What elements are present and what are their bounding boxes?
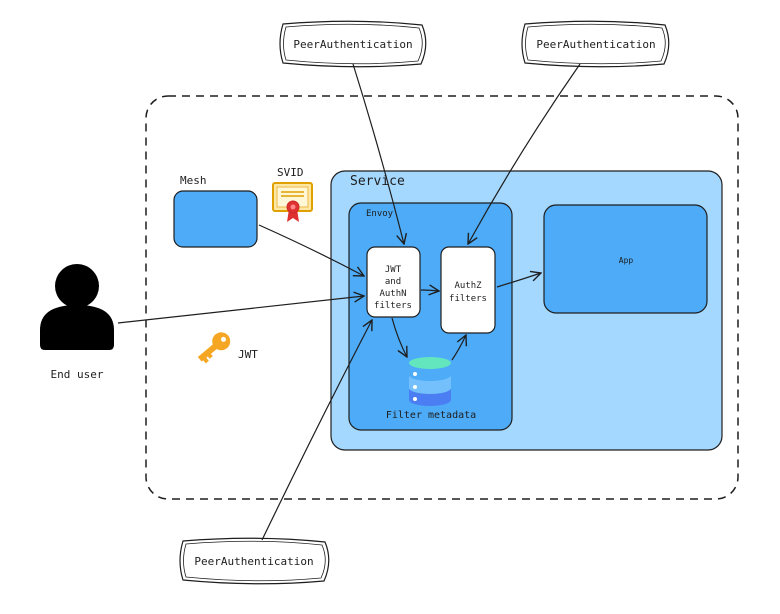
jwt-authn-filters-line3: AuthN	[379, 289, 406, 299]
authz-filters-box	[440, 246, 496, 334]
jwt-authn-filters-box	[366, 246, 421, 318]
jwt-authn-filters-line1: JWT	[385, 265, 402, 275]
jwt-authn-filters-line4: filters	[374, 301, 412, 311]
authz-filters-line1: AuthZ	[454, 281, 482, 291]
filter-metadata-label: Filter metadata	[386, 410, 476, 421]
svg-text:PeerAuthentication: PeerAuthentication	[194, 555, 313, 568]
arrow-metadata-to-authz-filters	[451, 335, 466, 361]
arrow-authz-to-app	[496, 273, 541, 288]
app-label: App	[619, 256, 634, 265]
service-label: Service	[350, 174, 405, 189]
mesh-label: Mesh	[180, 174, 207, 187]
end-user-label: End user	[51, 368, 104, 381]
mesh-boundary	[145, 95, 739, 500]
arrow-peer-auth-to-authz-filters	[468, 63, 581, 244]
svid-label: SVID	[277, 166, 304, 179]
envoy-label: Envoy	[366, 209, 394, 219]
arrow-jwt-filters-to-metadata	[391, 317, 407, 357]
key-icon	[197, 332, 231, 364]
peer-auth-top-left: PeerAuthentication	[279, 20, 427, 68]
jwt-authn-filters-line2: and	[385, 277, 401, 287]
database-icon	[409, 357, 451, 406]
arrow-end-user-to-jwt-filters	[117, 296, 364, 324]
app-box	[543, 204, 708, 314]
jwt-label: JWT	[238, 348, 258, 361]
arrow-mesh-to-jwt-filters	[258, 224, 364, 276]
arrow-jwt-to-authz-filters	[420, 290, 439, 291]
svg-text:PeerAuthentication: PeerAuthentication	[536, 38, 655, 51]
svg-text:PeerAuthentication: PeerAuthentication	[293, 38, 412, 51]
peer-auth-top-right: PeerAuthentication	[521, 20, 670, 68]
peer-auth-bottom: PeerAuthentication	[179, 537, 330, 585]
user-icon	[40, 264, 114, 350]
arrow-peer-auth-bottom-to-jwt-filters	[261, 320, 372, 541]
authz-filters-line2: filters	[449, 294, 487, 304]
arrow-peer-auth-to-jwt-filters	[352, 63, 404, 244]
certificate-icon	[272, 182, 313, 222]
mesh-node-box	[173, 190, 258, 248]
